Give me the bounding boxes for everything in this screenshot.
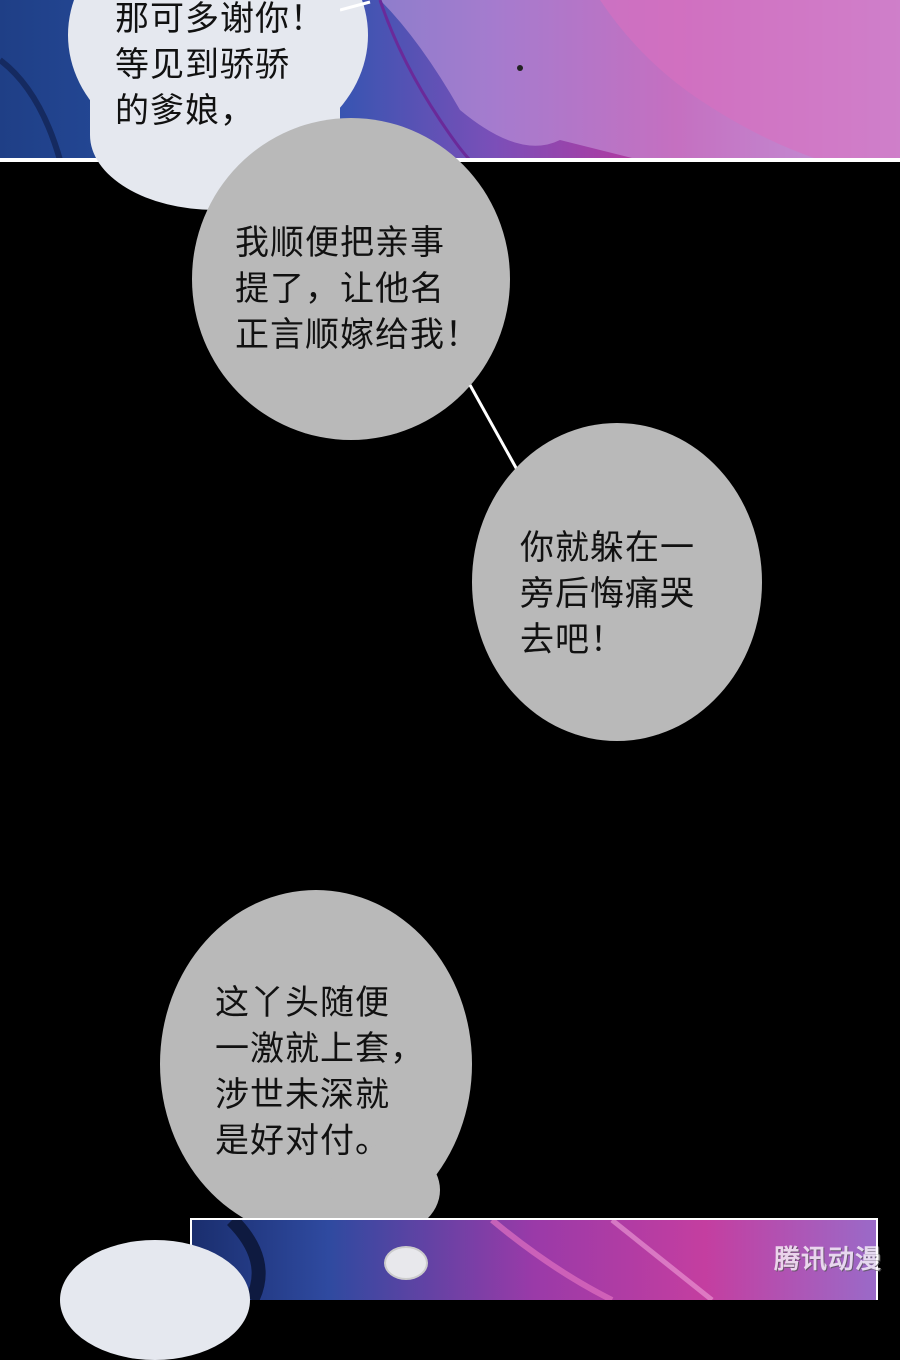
speech-bubble-5-partial (60, 1240, 250, 1360)
bubble-connector-line (468, 384, 522, 476)
speech-tail-1 (340, 0, 371, 12)
watermark-logo: 腾讯动漫 (773, 1245, 882, 1275)
thought-dot (384, 1246, 428, 1280)
speech-bubble-3-text: 你就躲在一 旁后悔痛哭 去吧！ (520, 528, 695, 660)
character-face-art (0, 0, 900, 160)
speech-bubble-2 (192, 118, 510, 440)
speech-bubble-1-text: 那可多谢你！ 等见到骄骄 的爹娘， (115, 0, 325, 131)
thought-bubble-4-text: 这丫头随便 一激就上套， 涉世未深就 是好对付。 (215, 983, 425, 1161)
speech-bubble-3 (472, 423, 762, 741)
speech-bubble-2-text: 我顺便把亲事 提了，让他名 正言顺嫁给我！ (235, 223, 480, 355)
